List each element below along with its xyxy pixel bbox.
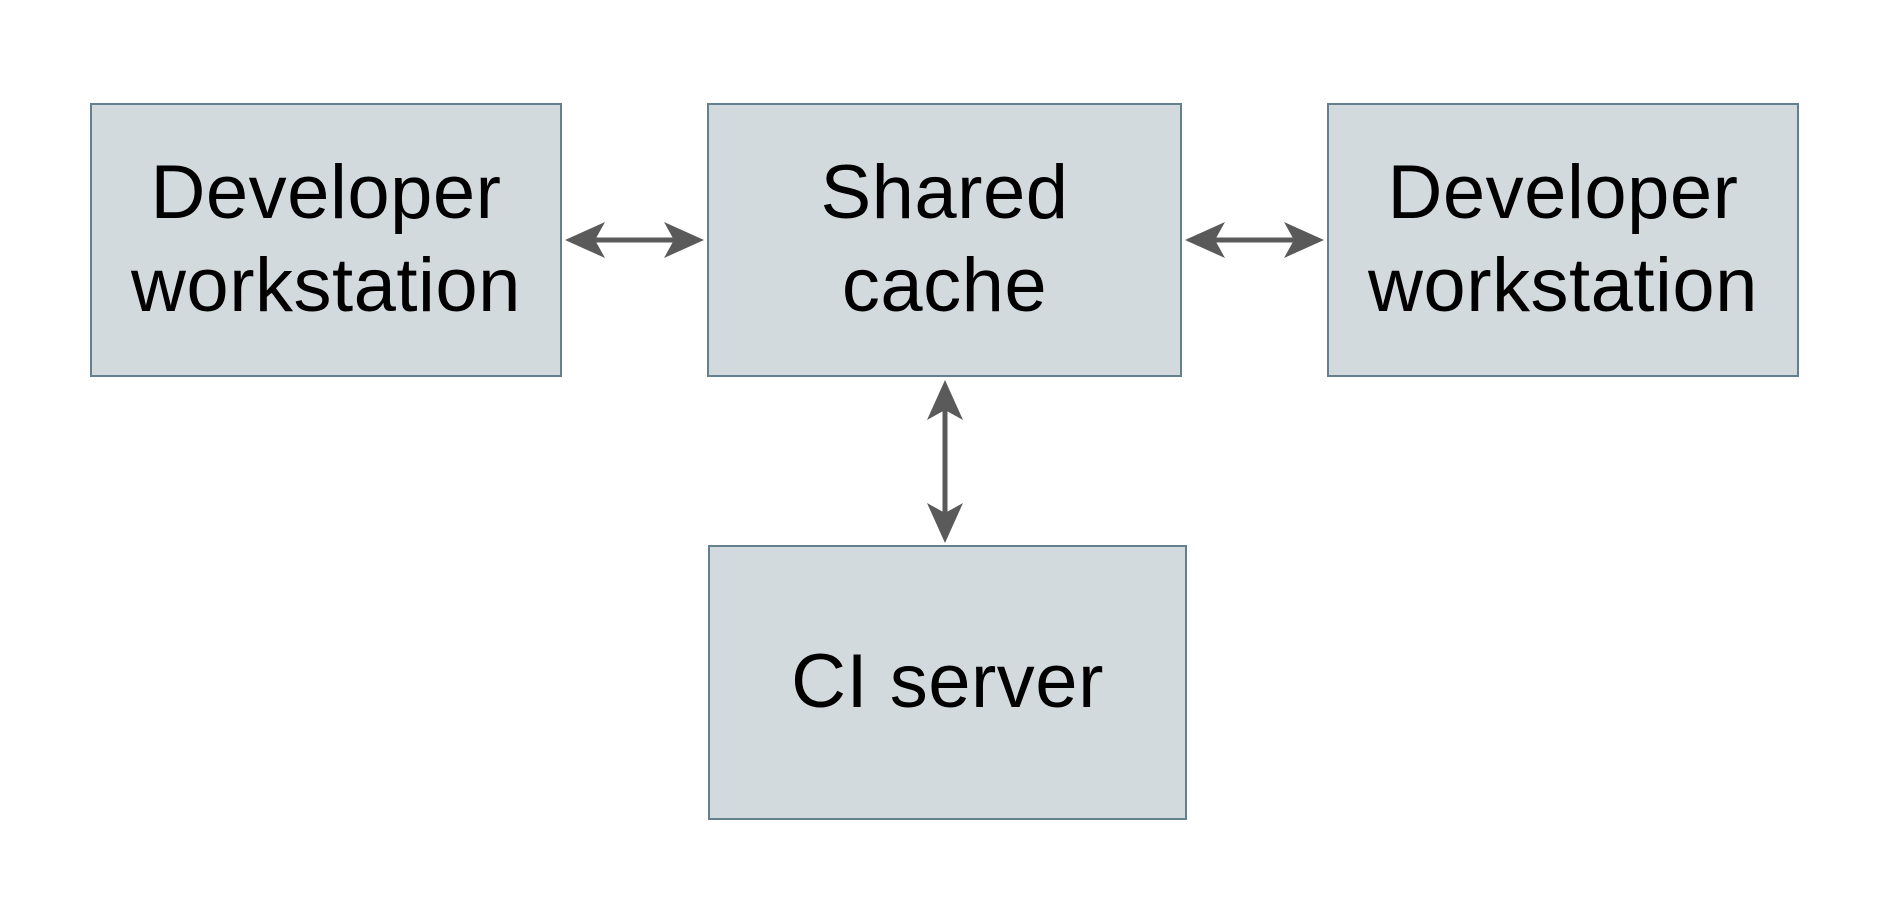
node-label-line: workstation (1368, 243, 1758, 328)
edge-devleft-sharedcache-bidirectional-arrow (565, 222, 704, 258)
node-label-line: Developer (150, 150, 502, 236)
node-developer-workstation-left: Developer workstation (90, 103, 562, 377)
edge-sharedcache-ciserver-bidirectional-arrow (927, 380, 963, 543)
node-label-line: cache (841, 243, 1048, 328)
edge-sharedcache-devright-bidirectional-arrow (1185, 222, 1324, 258)
node-shared-cache: Shared cache (707, 103, 1182, 377)
node-label-line: Developer (1387, 150, 1739, 236)
node-label-line: CI server (791, 639, 1104, 725)
node-ci-server: CI server (708, 545, 1187, 820)
node-developer-workstation-right: Developer workstation (1327, 103, 1799, 377)
node-label-line: workstation (131, 243, 521, 328)
node-label-line: Shared (820, 150, 1069, 236)
